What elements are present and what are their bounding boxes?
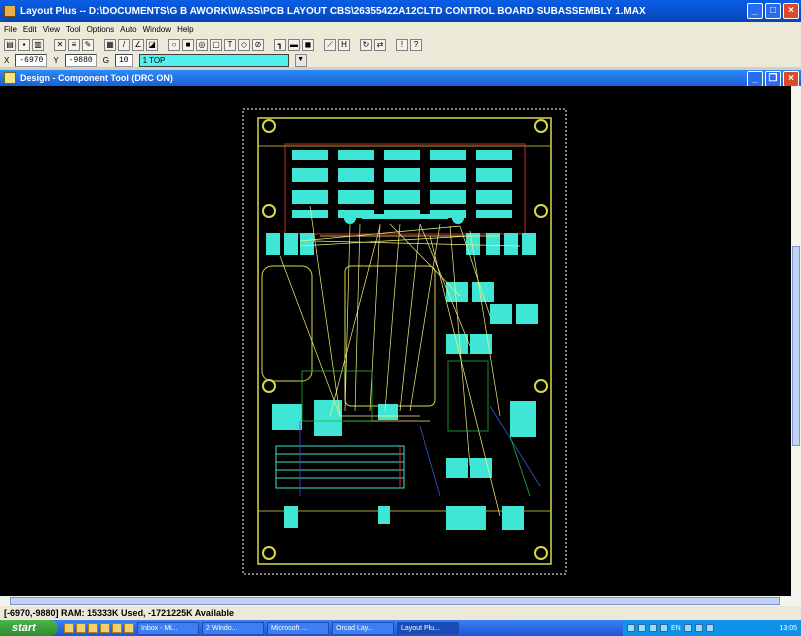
taskbar-item-orcad[interactable]: Orcad Lay...	[332, 621, 394, 635]
print-icon[interactable]: ▥	[32, 38, 44, 51]
netlist-icon[interactable]: ≡	[68, 38, 80, 51]
traces	[299, 360, 541, 497]
quick-launch	[64, 623, 134, 633]
cutout-left	[261, 265, 313, 382]
tray-icon[interactable]	[683, 624, 692, 632]
board-extent	[242, 108, 567, 575]
child-restore-button[interactable]: ❐	[765, 71, 781, 87]
y-label: Y	[53, 55, 59, 65]
taskbar-item-microsoft[interactable]: Microsoft ...	[267, 621, 329, 635]
taskbar-item-inbox[interactable]: Inbox - Mi...	[137, 621, 199, 635]
edit-icon[interactable]: ✎	[82, 38, 94, 51]
menu-window[interactable]: Window	[142, 24, 172, 34]
properties-icon[interactable]: ◪	[146, 38, 158, 51]
y-coordinate: -9880	[64, 53, 97, 67]
obstacle-tool-icon[interactable]: ◇	[238, 38, 250, 51]
tray-icon[interactable]	[705, 624, 714, 632]
menu-view[interactable]: View	[42, 24, 60, 34]
quicklaunch-icon[interactable]	[64, 623, 74, 633]
quicklaunch-icon[interactable]	[112, 623, 122, 633]
grid-value: 10	[114, 53, 133, 67]
text-tool-icon[interactable]: T	[224, 38, 236, 51]
save-icon[interactable]: ▪	[18, 38, 30, 51]
tray-icon[interactable]	[694, 624, 703, 632]
maximize-button[interactable]: □	[765, 3, 781, 19]
component-tool-icon[interactable]: ◎	[196, 38, 208, 51]
library-icon[interactable]: ▦	[104, 38, 116, 51]
status-bar: [-6970,-9880] RAM: 15333K Used, -1721225…	[0, 606, 801, 620]
open-icon[interactable]: ▤	[4, 38, 16, 51]
shove-icon[interactable]: ◼	[302, 38, 314, 51]
design-canvas[interactable]	[0, 86, 791, 596]
reconnect-icon[interactable]: ⇄	[374, 38, 386, 51]
pin-tool-icon[interactable]: ▢	[210, 38, 222, 51]
close-button[interactable]: ×	[783, 3, 799, 19]
auto-route-icon[interactable]: ⟋	[324, 38, 336, 51]
quicklaunch-icon[interactable]	[88, 623, 98, 633]
refresh-icon[interactable]: ↻	[360, 38, 372, 51]
tray-icon[interactable]	[649, 624, 657, 632]
grid-label: G	[102, 55, 109, 65]
tray-icon[interactable]	[638, 624, 646, 632]
component-array-top	[284, 143, 526, 235]
window-title: Layout Plus -- D:\DOCUMENTS\G B AWORK\WA…	[20, 5, 646, 17]
coordinate-bar: X -6970 Y -9880 G 10 1 TOP ▼	[0, 53, 801, 67]
connection-tool-icon[interactable]: ⊘	[252, 38, 264, 51]
tray-icon[interactable]	[627, 624, 635, 632]
app-icon	[4, 5, 16, 17]
horizontal-scrollbar[interactable]	[0, 596, 801, 606]
taskbar: start Inbox - Mi... 2 Windo... Microsoft…	[0, 620, 801, 636]
language-indicator[interactable]: EN	[671, 624, 681, 632]
quicklaunch-icon[interactable]	[100, 623, 110, 633]
pcb-layout-view[interactable]	[0, 86, 791, 596]
menu-edit[interactable]: Edit	[22, 24, 37, 34]
quicklaunch-icon[interactable]	[76, 623, 86, 633]
menu-options[interactable]: Options	[86, 24, 115, 34]
connector-block	[275, 445, 405, 489]
child-window-title-bar: Design - Component Tool (DRC ON) _ ❐ ×	[0, 70, 801, 87]
taskbar-item-windows[interactable]: 2 Windo...	[202, 621, 264, 635]
start-button[interactable]: start	[0, 620, 58, 636]
layer-select[interactable]: 1 TOP	[138, 53, 289, 67]
board-outline	[257, 117, 552, 565]
vertical-scroll-thumb[interactable]	[792, 246, 800, 446]
help-icon[interactable]: ?	[410, 38, 422, 51]
child-minimize-button[interactable]: _	[747, 71, 763, 87]
menu-tool[interactable]: Tool	[65, 24, 81, 34]
ratsnest	[279, 205, 521, 517]
vertical-scrollbar[interactable]	[791, 86, 801, 596]
minimize-button[interactable]: _	[747, 3, 763, 19]
menu-file[interactable]: File	[4, 24, 17, 34]
mounting-holes	[262, 119, 548, 560]
tray-icon[interactable]	[660, 624, 668, 632]
chevron-down-icon[interactable]: ▼	[294, 53, 307, 67]
child-close-button[interactable]: ×	[783, 71, 799, 87]
title-bar: Layout Plus -- D:\DOCUMENTS\G B AWORK\WA…	[0, 0, 801, 22]
menu-bar: File Edit View Tool Options Auto Window …	[0, 22, 801, 36]
pencil-icon[interactable]: /	[118, 38, 130, 51]
design-window-icon	[4, 72, 16, 84]
route-icon[interactable]: ┓	[274, 38, 286, 51]
status-text: [-6970,-9880] RAM: 15333K Used, -1721225…	[4, 608, 234, 618]
color-icon[interactable]: ■	[182, 38, 194, 51]
toolbar: ▤ ▪ ▥ ✕ ≡ ✎ ▦ / ∠ ◪ ○ ■ ◎ ▢ T ◇ ⊘ ┓ ▬ ◼ …	[0, 36, 801, 53]
taskbar-item-layout-plus[interactable]: Layout Plu...	[397, 621, 459, 635]
drc-icon[interactable]: H	[338, 38, 350, 51]
child-window-title: Design - Component Tool (DRC ON)	[20, 73, 173, 83]
menu-auto[interactable]: Auto	[120, 24, 137, 34]
curve-icon[interactable]: ∠	[132, 38, 144, 51]
quicklaunch-icon[interactable]	[124, 623, 134, 633]
system-tray: EN 13:05	[623, 620, 801, 636]
component-groups	[266, 233, 538, 530]
horizontal-scroll-thumb[interactable]	[10, 597, 780, 605]
zoom-icon[interactable]: ○	[168, 38, 180, 51]
error-icon[interactable]: !	[396, 38, 408, 51]
clock: 13:05	[779, 624, 797, 632]
x-label: X	[4, 55, 10, 65]
layer-color-icon[interactable]: ▬	[288, 38, 300, 51]
x-coordinate: -6970	[15, 53, 48, 67]
delete-icon[interactable]: ✕	[54, 38, 66, 51]
menu-help[interactable]: Help	[177, 24, 194, 34]
